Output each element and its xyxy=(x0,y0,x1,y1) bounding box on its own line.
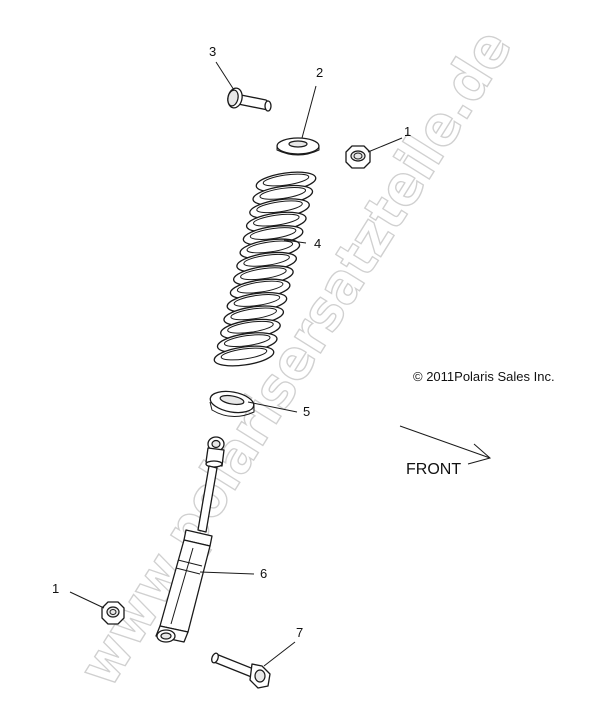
copyright-text: © 2011Polaris Sales Inc. xyxy=(413,369,555,384)
spring-coil-inner xyxy=(240,267,287,281)
spring-coil-inner xyxy=(233,294,281,307)
spring-seat-part-5 xyxy=(209,390,255,417)
spring-coil-inner xyxy=(220,347,268,361)
spring-coil-inner xyxy=(243,253,290,267)
coil-spring-part-4 xyxy=(213,171,317,367)
bolt-part-7 xyxy=(211,652,271,689)
spring-coil xyxy=(213,345,275,367)
front-direction-arrow xyxy=(399,425,492,465)
spring-coil-inner xyxy=(256,200,303,214)
spring-coil-inner xyxy=(230,307,277,321)
leader-lines xyxy=(69,61,403,667)
spring-coil-inner xyxy=(259,186,307,200)
callout-7: 7 xyxy=(296,625,303,640)
spring-coil-inner xyxy=(246,240,294,254)
spring-coil-inner xyxy=(249,227,297,240)
spring-coil-inner xyxy=(227,320,274,334)
spring-coil-inner xyxy=(236,280,284,294)
washer-part-2 xyxy=(276,137,320,156)
callout-2: 2 xyxy=(316,65,323,80)
callout-1-bottom: 1 xyxy=(52,581,59,596)
bolt-part-3 xyxy=(227,87,272,112)
watermark: www.polarisersatzteile.de xyxy=(67,18,525,697)
front-label: FRONT xyxy=(406,461,461,478)
spring-coil-inner xyxy=(262,173,310,187)
callout-1-top: 1 xyxy=(404,124,411,139)
callout-4: 4 xyxy=(314,236,321,251)
shock-absorber-part-6 xyxy=(155,436,225,643)
spring-coil-inner xyxy=(223,334,271,348)
nut-part-1-bottom xyxy=(101,601,125,625)
spring-coil-inner xyxy=(253,213,300,227)
callout-6: 6 xyxy=(260,566,267,581)
callout-3: 3 xyxy=(209,44,216,59)
nut-part-1-top xyxy=(345,145,371,169)
callout-5: 5 xyxy=(303,404,310,419)
